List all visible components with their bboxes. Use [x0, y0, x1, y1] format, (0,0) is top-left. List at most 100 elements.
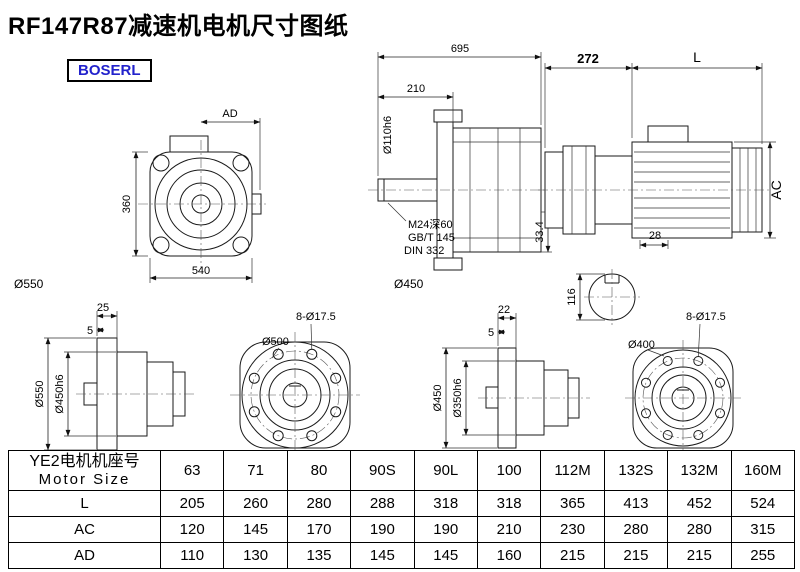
table-header-cn: YE2电机机座号: [29, 453, 140, 470]
dim-cell: 365: [540, 490, 605, 517]
label-d500-text: Ø500: [262, 336, 289, 348]
dim-cell: 215: [540, 542, 605, 569]
table-row-l: L 205 260 280 288 318 318 365 413 452 52…: [8, 490, 796, 517]
dim-cell: 135: [286, 542, 352, 569]
dim-28-label: 28: [649, 230, 661, 242]
size-col-header: 160M: [730, 450, 796, 491]
row-label: AC: [8, 516, 161, 543]
table-row-ac: AC 120 145 170 190 190 210 230 280 280 3…: [8, 516, 796, 543]
table-header-en: Motor Size: [38, 471, 131, 488]
dim-d550: Ø550: [34, 337, 96, 450]
size-col-header: 80: [286, 450, 352, 491]
motor-side-view: 272 L AC 28: [538, 49, 784, 325]
size-col-header: 100: [476, 450, 542, 491]
dim-360: 360: [121, 151, 148, 257]
dim-cell: 120: [159, 516, 225, 543]
table-corner-header: YE2电机机座号 Motor Size: [8, 450, 161, 491]
label-d400-text: Ø400: [628, 339, 655, 351]
page-title: RF147R87减速机电机尺寸图纸: [8, 13, 349, 40]
dim-5a: 5: [87, 325, 105, 337]
output-flange-view-2: 8-Ø17.5 Ø400: [625, 311, 741, 450]
label-d400: Ø400: [628, 339, 665, 357]
label-d500: Ø500: [262, 336, 289, 359]
dim-116: 116: [566, 273, 605, 321]
label-d450: Ø450: [394, 277, 424, 291]
dim-cell: 205: [159, 490, 225, 517]
dim-cell: 130: [223, 542, 288, 569]
dim-210: 210: [377, 83, 454, 125]
dim-d450b-label: Ø450: [432, 385, 444, 412]
size-col-header: 90L: [413, 450, 478, 491]
dim-d350h6-label: Ø350h6: [452, 378, 464, 417]
dim-cell: 260: [223, 490, 288, 517]
dim-cell: 255: [730, 542, 796, 569]
dim-cell: 280: [603, 516, 669, 543]
output-side-view-2: 22 5 Ø450 Ø350h6: [432, 304, 590, 449]
dim-28: 28: [639, 230, 669, 249]
label-gbt145: GB/T 145: [408, 232, 455, 244]
size-col-header: 132S: [603, 450, 669, 491]
dim-ad: AD: [200, 108, 261, 190]
dim-210-label: 210: [407, 83, 425, 95]
dim-cell: 170: [286, 516, 352, 543]
dim-cell: 318: [476, 490, 542, 517]
dim-d450h6: Ø450h6: [54, 351, 116, 437]
dim-cell: 145: [413, 542, 478, 569]
dim-22: 22: [497, 304, 517, 359]
dim-33-4-label: 33.4: [534, 221, 546, 242]
output-side-view-1: 25 5 Ø550 Ø450h6: [34, 302, 196, 450]
front-flange-view: AD 360 540 Ø550: [14, 108, 266, 291]
label-bolt-holes-2: 8-Ø17.5: [686, 311, 726, 357]
dim-cell: 524: [730, 490, 796, 517]
dim-cell: 280: [667, 516, 732, 543]
table-row-ad: AD 110 130 135 145 145 160 215 215 215 2…: [8, 542, 796, 569]
label-shaft-diameter: Ø110h6: [382, 116, 394, 154]
size-col-header: 63: [159, 450, 225, 491]
dim-272: 272: [544, 51, 633, 148]
dim-cell: 230: [540, 516, 605, 543]
label-din332: DIN 332: [404, 245, 444, 257]
label-bolt-holes-1: 8-Ø17.5: [296, 311, 336, 351]
dim-25-label: 25: [97, 302, 109, 314]
motor-size-table: YE2电机机座号 Motor Size 63 71 80 90S 90L 100…: [8, 450, 796, 569]
dim-l-label: L: [693, 49, 701, 65]
dim-d450h6-label: Ø450h6: [54, 374, 66, 413]
reducer-side-view: 695 210 Ø110h6 M24深60 GB/T 145 DIN 332 3…: [368, 43, 554, 291]
dim-cell: 288: [350, 490, 415, 517]
dim-5b-label: 5: [488, 327, 494, 339]
dim-5b: 5: [488, 327, 506, 339]
dim-540-label: 540: [192, 265, 210, 277]
dim-ac-label: AC: [768, 180, 784, 199]
size-col-header: 112M: [540, 450, 605, 491]
row-label: AD: [8, 542, 161, 569]
dim-cell: 190: [350, 516, 415, 543]
dim-25: 25: [96, 302, 118, 350]
dim-cell: 145: [350, 542, 415, 569]
size-col-header: 90S: [350, 450, 415, 491]
dim-360-label: 360: [121, 195, 133, 213]
dim-cell: 413: [603, 490, 669, 517]
dim-116-label: 116: [566, 288, 578, 306]
dim-695: 695: [377, 43, 542, 176]
shaft-tap-note: M24深60 GB/T 145 DIN 332: [387, 202, 455, 257]
dim-cell: 160: [476, 542, 542, 569]
dim-d350h6: Ø350h6: [452, 360, 515, 436]
dim-ac: AC: [734, 141, 784, 239]
dim-cell: 318: [413, 490, 478, 517]
dim-cell: 190: [413, 516, 478, 543]
dim-l: L: [631, 49, 763, 144]
label-bolt-holes-2-text: 8-Ø17.5: [686, 311, 726, 323]
motor-size-table-grid: YE2电机机座号 Motor Size 63 71 80 90S 90L 100…: [8, 450, 796, 569]
dim-cell: 280: [286, 490, 352, 517]
dim-d550-label: Ø550: [34, 381, 46, 408]
size-col-header: 132M: [667, 450, 732, 491]
drawing-canvas: AD 360 540 Ø550: [14, 43, 784, 450]
dim-cell: 110: [159, 542, 225, 569]
brand-logo: BOSERL: [67, 59, 152, 82]
table-header-row: YE2电机机座号 Motor Size 63 71 80 90S 90L 100…: [8, 450, 796, 491]
dim-22-label: 22: [498, 304, 510, 316]
dim-cell: 145: [223, 516, 288, 543]
label-bolt-holes-1-text: 8-Ø17.5: [296, 311, 336, 323]
dim-ad-label: AD: [222, 108, 237, 120]
shaft-end-view: [584, 269, 640, 325]
